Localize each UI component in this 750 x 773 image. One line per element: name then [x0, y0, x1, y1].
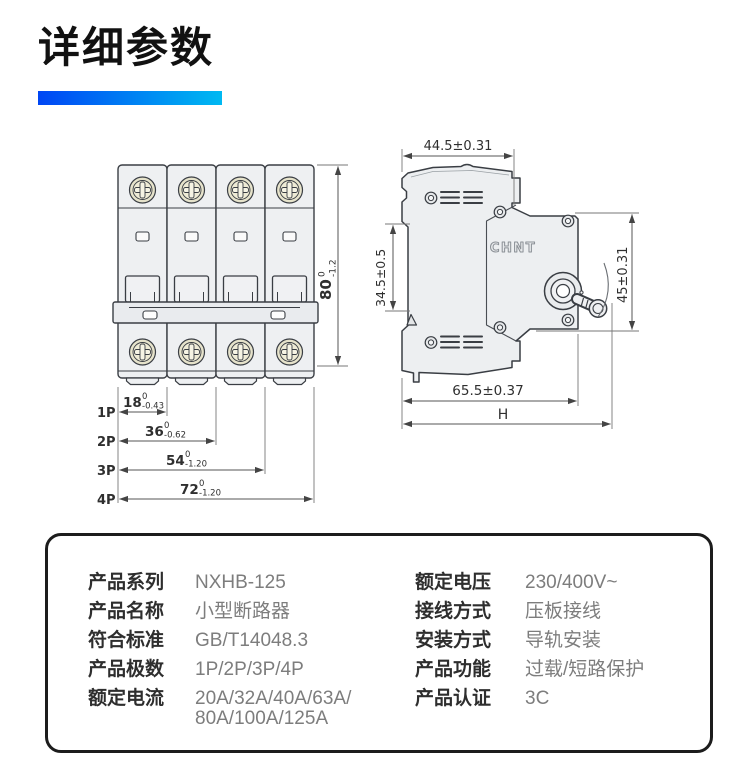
- dimension-tolerance-lower: -0.43: [142, 402, 164, 412]
- mounting-feet: [125, 377, 307, 386]
- rotary-handle: [543, 271, 608, 318]
- spec-value-line2: 80A/100A/125A: [195, 708, 329, 729]
- accent-underline-bar: [38, 91, 222, 105]
- dimension-tolerance-upper: 0: [185, 450, 190, 460]
- breaker-module: [117, 164, 315, 379]
- spec-label: 额定电流: [88, 688, 165, 709]
- dimension-front-height: 45±0.31: [536, 212, 639, 332]
- spec-value: NXHB-125: [195, 572, 286, 593]
- spec-row: 符合标准 GB/T14048.3: [88, 631, 351, 651]
- terminal-screw-icon: [128, 176, 304, 204]
- spec-label: 产品功能: [415, 659, 492, 680]
- terminal-screw-icon: [128, 338, 304, 366]
- pole-width-dimensions: 1P 18 0 -0.43 2P 36 0 -0.62 3P 54 0 -1.2…: [97, 387, 315, 508]
- spec-value: 230/400V~: [525, 572, 618, 593]
- dimension-tolerance-upper: 0: [318, 271, 328, 277]
- spec-label: 安装方式: [415, 630, 492, 651]
- dimension-label: 80: [317, 279, 335, 300]
- spec-row: 接线方式 压板接线: [415, 602, 644, 622]
- dimension-label: H: [498, 407, 509, 423]
- spec-column-right: 额定电压 230/400V~ 接线方式 压板接线 安装方式 导轨安装 产品功能 …: [415, 573, 644, 718]
- spec-column-left: 产品系列 NXHB-125 产品名称 小型断路器 符合标准 GB/T14048.…: [88, 573, 351, 738]
- spec-label: 产品名称: [88, 601, 165, 622]
- dimension-rail-height: 34.5±0.5: [373, 223, 410, 312]
- dimension-tolerance-upper: 0: [199, 479, 204, 489]
- spec-label: 符合标准: [88, 630, 165, 651]
- dimension-top-width: 44.5±0.31: [401, 139, 515, 205]
- spec-row: 产品功能 过载/短路保护: [415, 660, 644, 680]
- brand-logo: CHNT: [490, 241, 536, 256]
- pole-label: 1P: [97, 406, 116, 421]
- dimension-depth: 65.5±0.37: [401, 334, 579, 429]
- dimension-tolerance-lower: -0.62: [164, 431, 186, 441]
- spec-value-line1: 20A/32A/40A/63A/: [195, 688, 352, 709]
- spec-row: 安装方式 导轨安装: [415, 631, 644, 651]
- dimension-label: 44.5±0.31: [424, 139, 493, 154]
- spec-value: 过载/短路保护: [525, 659, 645, 680]
- dimension-overall-depth: H: [403, 303, 613, 429]
- spec-label: 接线方式: [415, 601, 492, 622]
- din-rail-clip: [406, 313, 418, 326]
- spec-table: 产品系列 NXHB-125 产品名称 小型断路器 符合标准 GB/T14048.…: [45, 533, 713, 753]
- spec-row: 额定电压 230/400V~: [415, 573, 644, 593]
- pole-label: 3P: [97, 464, 116, 479]
- dimension-label: 36: [145, 424, 164, 440]
- page-title: 详细参数: [38, 24, 215, 71]
- front-view-drawing: 80 0 -1.2 1P 18 0 -0.43 2P 36 0 -0.62 3P…: [97, 164, 348, 508]
- dimension-label: 34.5±0.5: [373, 249, 388, 307]
- spec-label: 额定电压: [415, 572, 492, 593]
- spec-row: 产品系列 NXHB-125: [88, 573, 351, 593]
- spec-value: 导轨安装: [525, 630, 602, 651]
- spec-value: 小型断路器: [195, 601, 291, 622]
- spec-row: 产品极数 1P/2P/3P/4P: [88, 660, 351, 680]
- handle-tie-bar: [112, 301, 319, 324]
- dimension-tolerance-upper: 0: [142, 392, 147, 402]
- spec-value: 20A/32A/40A/63A/ 80A/100A/125A: [195, 689, 351, 729]
- side-view-drawing: CHNT 44.5±0.31 34.5±0.5 4: [373, 139, 639, 429]
- breaker-side-body: CHNT: [401, 163, 609, 383]
- case-screw-icon: [424, 191, 575, 349]
- dimension-label: 45±0.31: [616, 247, 631, 303]
- spec-value: 3C: [525, 688, 550, 709]
- dimension-tolerance-upper: 0: [164, 421, 169, 431]
- pole-label: 4P: [97, 493, 116, 508]
- dimension-label: 54: [166, 453, 185, 469]
- spec-value: GB/T14048.3: [195, 630, 309, 651]
- spec-value: 压板接线: [525, 601, 602, 622]
- dimension-tolerance-lower: -1.20: [199, 489, 221, 499]
- spec-label: 产品认证: [415, 688, 492, 709]
- dimension-label: 18: [123, 395, 142, 411]
- spec-label: 产品极数: [88, 659, 165, 680]
- dimension-tolerance-lower: -1.2: [329, 259, 339, 277]
- dimension-label: 65.5±0.37: [452, 383, 523, 399]
- spec-row: 额定电流 20A/32A/40A/63A/ 80A/100A/125A: [88, 689, 351, 729]
- pole-label: 2P: [97, 435, 116, 450]
- indicator-window: [135, 231, 297, 242]
- dimension-label: 72: [180, 482, 199, 498]
- spec-row: 产品名称 小型断路器: [88, 602, 351, 622]
- spec-label: 产品系列: [88, 572, 165, 593]
- spec-row: 产品认证 3C: [415, 689, 644, 709]
- dimension-height-80: 80 0 -1.2: [317, 164, 348, 367]
- breaker-front-body: [112, 164, 319, 386]
- vent-slots: [440, 191, 483, 349]
- dimension-tolerance-lower: -1.20: [185, 460, 207, 470]
- handle-swing-arc: [597, 262, 609, 318]
- spec-value: 1P/2P/3P/4P: [195, 659, 304, 680]
